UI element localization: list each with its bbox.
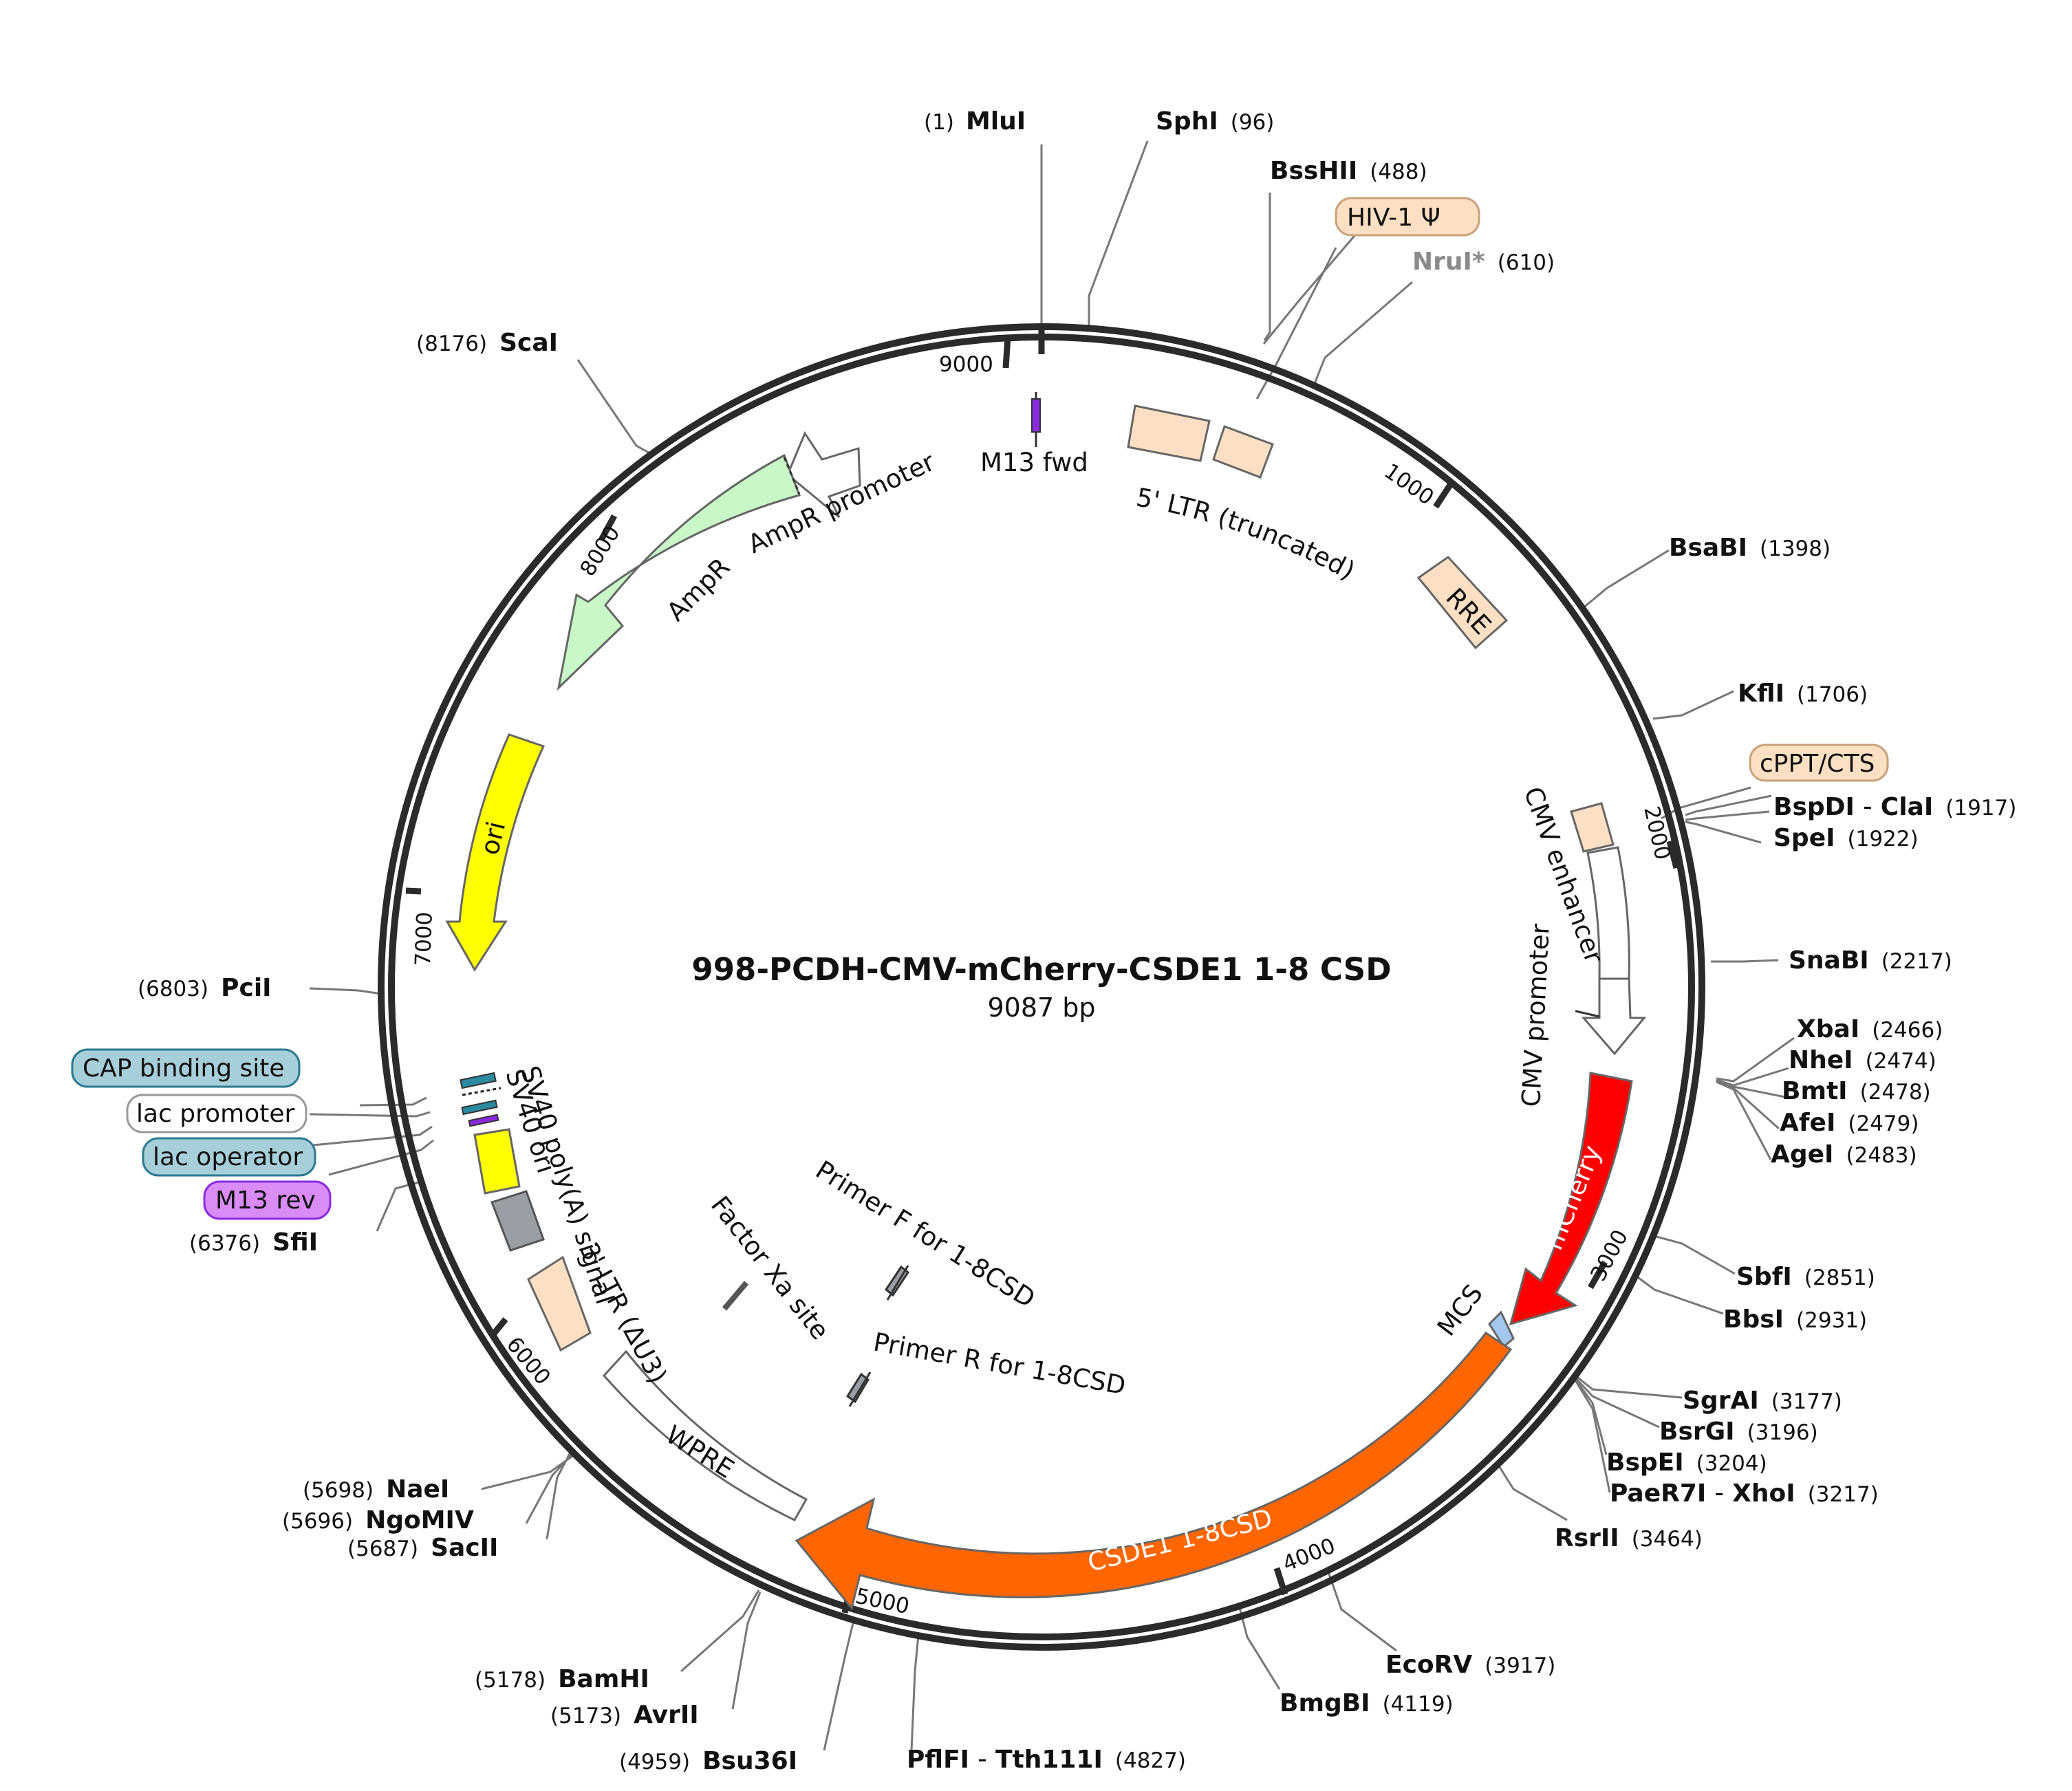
site-bmgbi[interactable]: BmgBI(4119) [1280,1689,1454,1717]
site-bsshii[interactable]: BssHII(488) [1270,157,1427,185]
site-rsrii[interactable]: RsrII(3464) [1555,1524,1703,1552]
cap-site-mark[interactable] [460,1072,497,1089]
m13-rev-pill[interactable] [203,1180,332,1220]
lac-operator-pill[interactable] [142,1137,316,1177]
lac-operator-mark[interactable] [461,1099,498,1116]
site-nrui[interactable]: NruI*(610) [1412,248,1555,276]
hiv-psi-pill-text: HIV-1 Ψ [1347,204,1440,232]
site-bspdi-clai[interactable]: BspDI - ClaI(1917) [1773,791,2016,821]
m13-fwd-feature[interactable] [1031,398,1041,433]
site-xbai[interactable]: XbaI(2466) [1797,1015,1943,1043]
lac-operator-pill-text: lac operator [153,1143,303,1171]
site-agei[interactable]: AgeI(2483) [1771,1140,1917,1169]
ltr5-segment-1[interactable] [1127,404,1211,462]
hiv-psi-pill[interactable] [1335,197,1480,237]
tick-label-7000: 7000 [411,911,438,966]
csde1-feature[interactable] [795,1331,1513,1611]
ampr-feature[interactable] [557,453,801,691]
ampr-label: AmpR [661,552,736,627]
site-ngomiv[interactable]: (5696)NgoMIV [282,1506,474,1534]
cap-binding-site-pill[interactable] [71,1048,301,1088]
sv40-polya-yellow-feature[interactable] [473,1128,521,1195]
site-leader-lines [309,140,1795,1751]
site-spei[interactable]: SpeI(1922) [1773,824,1919,852]
plasmid-length: 9087 bp [987,992,1095,1023]
m13-rev-mark[interactable] [468,1114,499,1127]
primer-r-label: Primer R for 1-8CSD [871,1327,1127,1401]
site-bsrgi[interactable]: BsrGI(3196) [1659,1418,1818,1446]
restriction-sites: (1) MluI SphI(96) BssHII(488) NruI*(610)… [138,107,2016,1775]
site-bspei[interactable]: BspEI(3204) [1606,1448,1767,1477]
site-bbsi[interactable]: BbsI(2931) [1723,1305,1867,1334]
tick-marks [405,329,1680,1614]
mcherry-feature[interactable] [1509,1072,1633,1326]
lac-promoter-pill-text: lac promoter [136,1100,295,1128]
site-snabi[interactable]: SnaBI(2217) [1789,946,1952,975]
site-avrii[interactable]: (5173)AvrII [550,1701,699,1729]
site-sgrai[interactable]: SgrAI(3177) [1683,1387,1842,1415]
site-bmti[interactable]: BmtI(2478) [1782,1077,1931,1105]
factor-xa-feature[interactable] [722,1281,749,1311]
site-pflfi-tth111i[interactable]: PflFI - Tth111I(4827) [907,1744,1186,1774]
primer-r-feature[interactable] [845,1372,870,1404]
site-afei[interactable]: AfeI(2479) [1780,1109,1919,1137]
factor-xa-label: Factor Xa site [705,1191,835,1345]
cmv-promoter-label: CMV promoter [1516,922,1555,1107]
cap-binding-site-pill-text: CAP binding site [83,1054,285,1083]
cppt-cts-pill[interactable] [1749,743,1889,782]
ampr-promoter-divider [783,457,801,495]
site-kfli[interactable]: KflI(1706) [1738,680,1868,708]
wpre-feature[interactable] [602,1349,808,1521]
ltr5-segment-2[interactable] [1212,425,1274,479]
plasmid-title: 998-PCDH-CMV-mCherry-CSDE1 1-8 CSD [691,951,1391,988]
site-paer7i-xhoi[interactable]: PaeR7I - XhoI(3217) [1610,1477,1879,1508]
site-naei[interactable]: (5698)NaeI [303,1475,449,1504]
site-ecorv[interactable]: EcoRV(3917) [1385,1651,1555,1679]
site-sphi[interactable]: SphI(96) [1156,107,1274,135]
mcs-label: MCS [1432,1279,1489,1342]
site-pcii[interactable]: (6803)PciI [138,974,272,1002]
sv40-ori-grey-feature[interactable] [490,1190,545,1252]
site-sacii[interactable]: (5687)SacII [347,1534,498,1562]
lac-promoter-pill[interactable] [126,1094,307,1133]
primer-f-label: Primer F for 1-8CSD [810,1155,1040,1314]
site-bsu36i[interactable]: (4959)Bsu36I [619,1747,797,1775]
cmv-promoter-feature[interactable] [1581,977,1647,1056]
cppt-cts-pill-text: cPPT/CTS [1760,750,1875,778]
site-nhei[interactable]: NheI(2474) [1789,1046,1936,1074]
ampr-promoter-feature[interactable] [786,431,861,519]
m13-rev-pill-text: M13 rev [215,1186,316,1215]
site-mlui[interactable]: (1) MluI [924,107,1026,135]
ori-feature[interactable] [445,733,546,972]
feature-pills: HIV-1 Ψ cPPT/CTS CAP binding site lac pr… [71,197,1889,1220]
ltr5-label: 5' LTR (truncated) [1134,482,1359,585]
site-scai[interactable]: (8176)ScaI [416,329,558,357]
site-sbfi[interactable]: SbfI(2851) [1736,1263,1875,1291]
site-sfii[interactable]: (6376)SfiI [189,1228,318,1257]
rre-feature[interactable] [1416,556,1509,650]
site-bsabi[interactable]: BsaBI(1398) [1669,534,1831,562]
mcs-feature[interactable] [1488,1310,1515,1349]
cppt-cts-feature[interactable] [1570,802,1615,853]
site-bamhi[interactable]: (5178)BamHI [475,1665,649,1693]
tick-label-9000: 9000 [939,352,993,377]
ltr3-feature[interactable] [527,1255,592,1352]
m13-fwd-label: M13 fwd [980,448,1088,477]
